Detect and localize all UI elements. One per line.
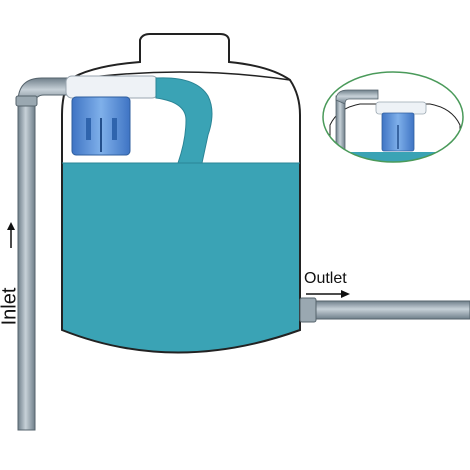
outlet-arrow-icon xyxy=(306,290,350,298)
tank-water xyxy=(62,163,300,353)
outlet-label: Outlet xyxy=(304,270,347,287)
inset-border xyxy=(322,71,464,163)
outlet-coupling xyxy=(299,297,317,323)
inset-detail xyxy=(322,71,464,163)
inlet-label: Inlet xyxy=(0,287,21,326)
valve-cap xyxy=(65,75,159,99)
water-stream xyxy=(155,77,213,164)
inlet-coupling xyxy=(15,95,38,107)
valve-notch-left xyxy=(86,118,91,140)
inlet-arrow-icon xyxy=(7,222,15,248)
outlet-pipe xyxy=(299,300,470,320)
float-valve xyxy=(65,75,159,156)
valve-notch-right xyxy=(112,118,117,140)
inlet-pipe xyxy=(17,99,36,431)
